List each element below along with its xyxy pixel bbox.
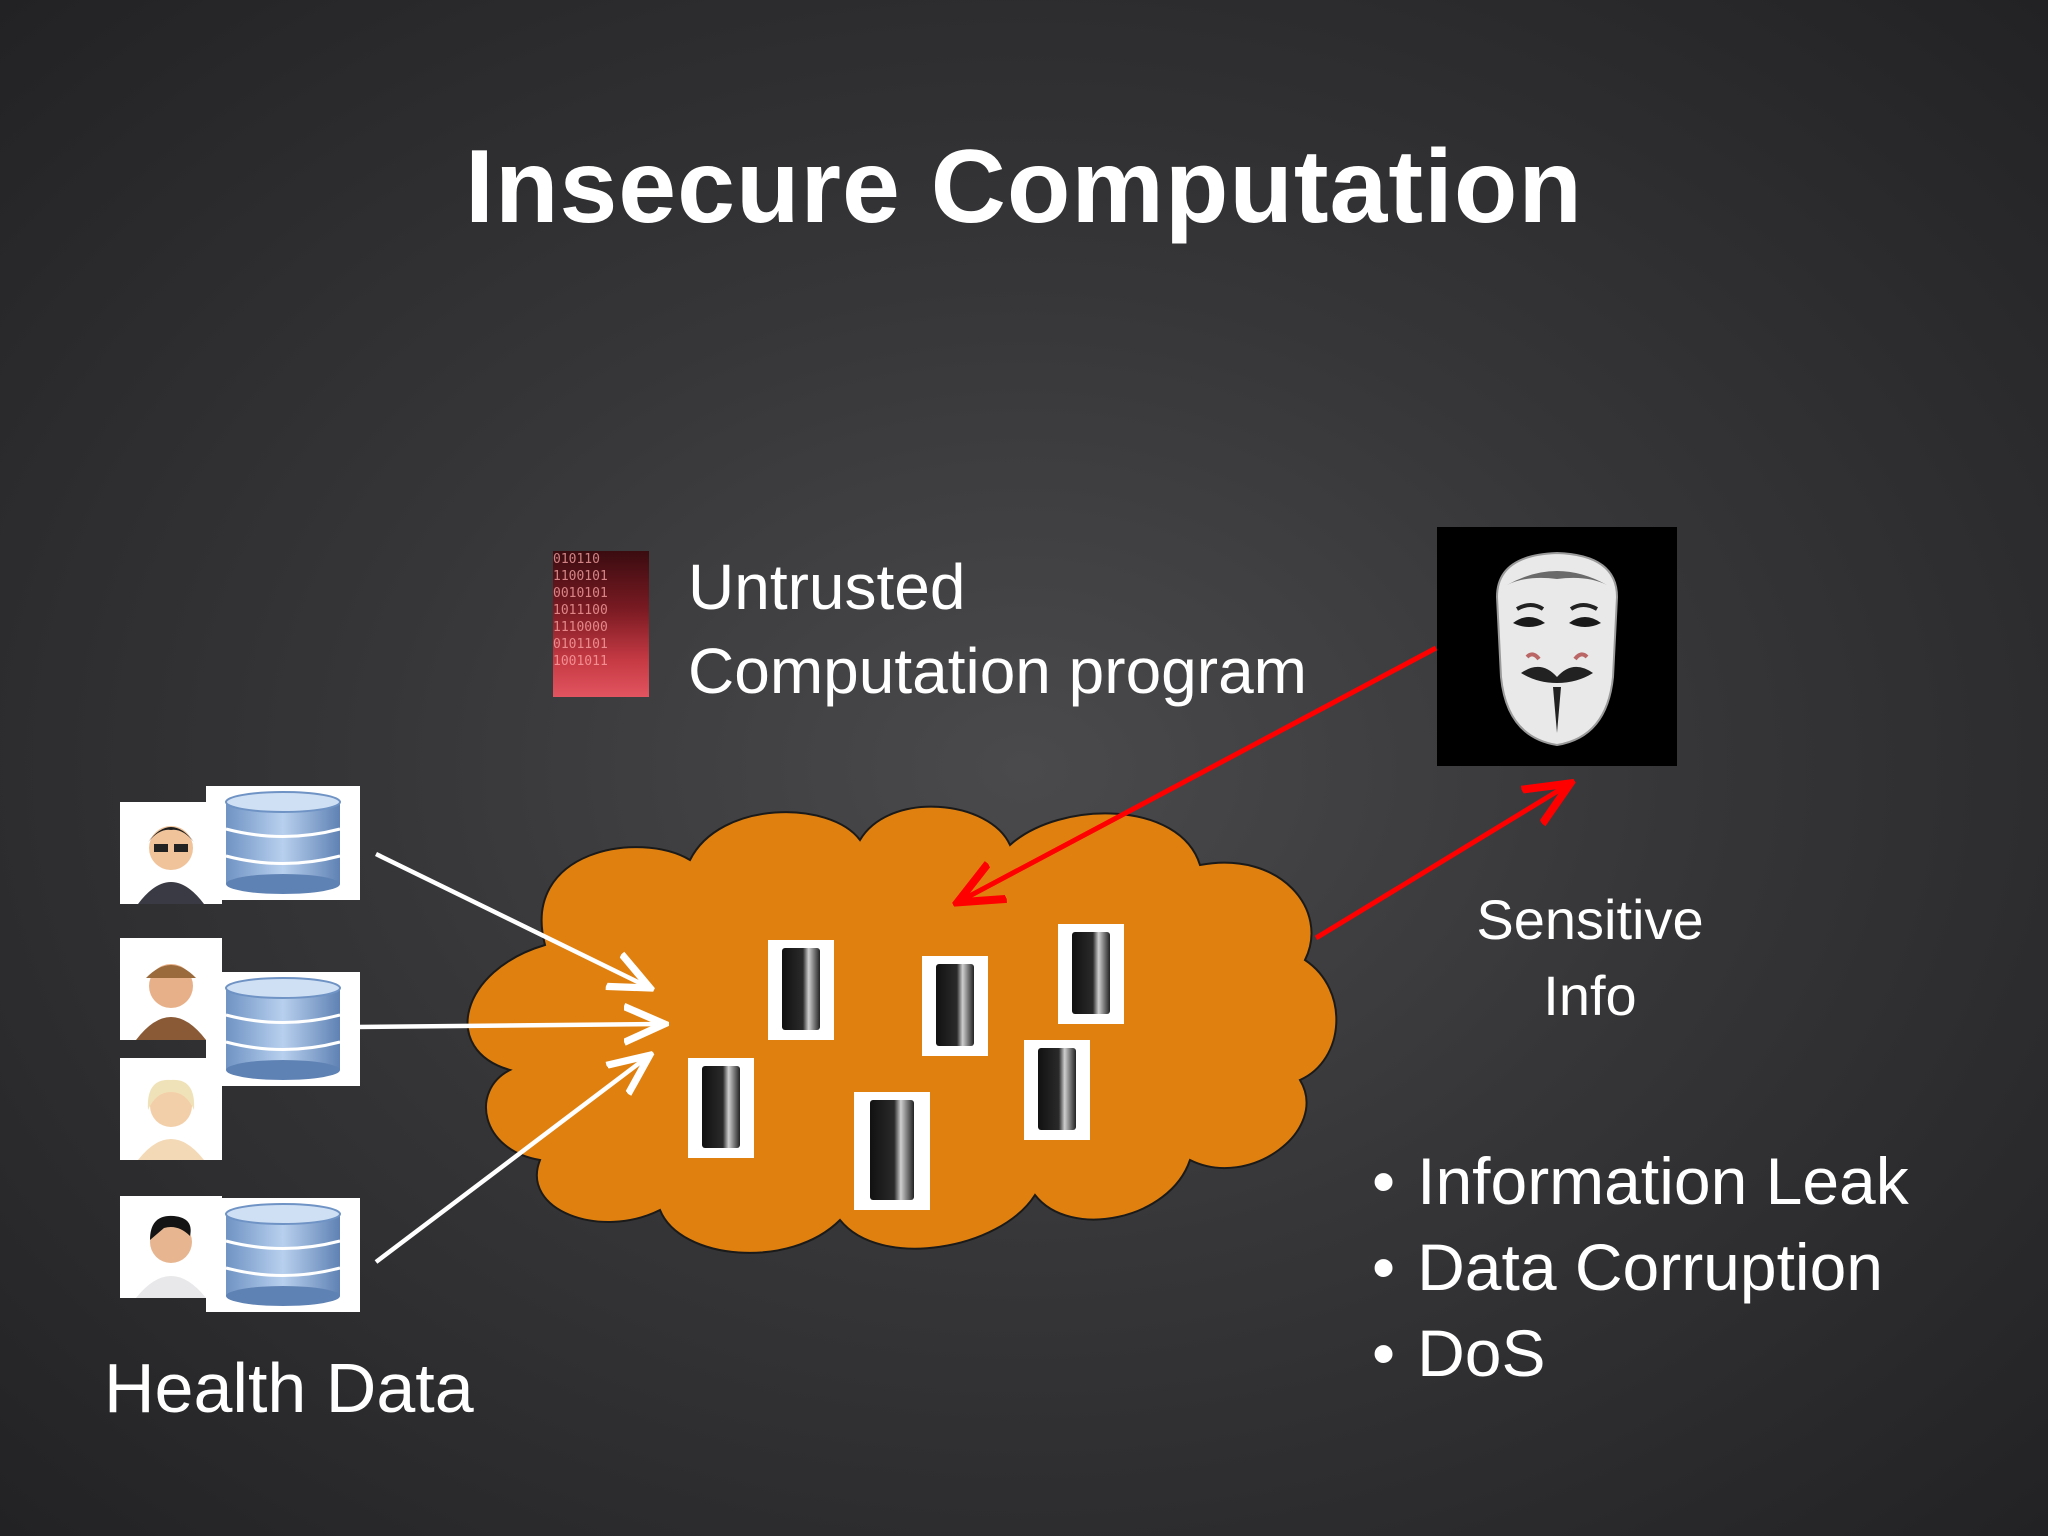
server-tower-icon xyxy=(1024,1040,1090,1140)
server-tower-icon xyxy=(768,940,834,1040)
page-title: Insecure Computation xyxy=(465,129,1583,245)
data-flow-arrow xyxy=(355,1024,660,1027)
sensitive-line-2: Info xyxy=(1543,964,1637,1027)
exfiltration-arrow xyxy=(1314,786,1566,941)
user-avatar-icon xyxy=(120,1058,222,1160)
binary-code-icon: 010110 1100101 0010101 1011100 1110000 0… xyxy=(553,551,649,697)
attack-arrow xyxy=(962,645,1438,900)
threat-item: DoS xyxy=(1372,1310,1909,1396)
threat-item: Information Leak xyxy=(1372,1138,1909,1224)
user-avatar-icon xyxy=(120,938,222,1040)
cloud-icon xyxy=(466,805,1338,1254)
data-flow-arrow xyxy=(374,1058,646,1264)
guy-fawkes-mask-icon xyxy=(1437,527,1677,766)
database-icon xyxy=(206,786,360,900)
data-flow-arrow xyxy=(375,851,646,986)
user-avatar-icon xyxy=(120,1196,222,1298)
threat-list: Information Leak Data Corruption DoS xyxy=(1372,1138,1909,1396)
database-icon xyxy=(206,972,360,1086)
legend-line-2: Computation program xyxy=(688,635,1307,707)
database-icon xyxy=(206,1198,360,1312)
user-avatar-icon xyxy=(120,802,222,904)
legend-label: Untrusted Computation program xyxy=(688,545,1307,713)
server-tower-icon xyxy=(854,1092,930,1210)
sensitive-line-1: Sensitive xyxy=(1476,888,1704,951)
server-tower-icon xyxy=(1058,924,1124,1024)
sensitive-info-label: Sensitive Info xyxy=(1430,882,1750,1034)
threat-item: Data Corruption xyxy=(1372,1224,1909,1310)
health-data-label: Health Data xyxy=(104,1349,474,1427)
server-tower-icon xyxy=(688,1058,754,1158)
server-tower-icon xyxy=(922,956,988,1056)
legend-line-1: Untrusted xyxy=(688,551,966,623)
